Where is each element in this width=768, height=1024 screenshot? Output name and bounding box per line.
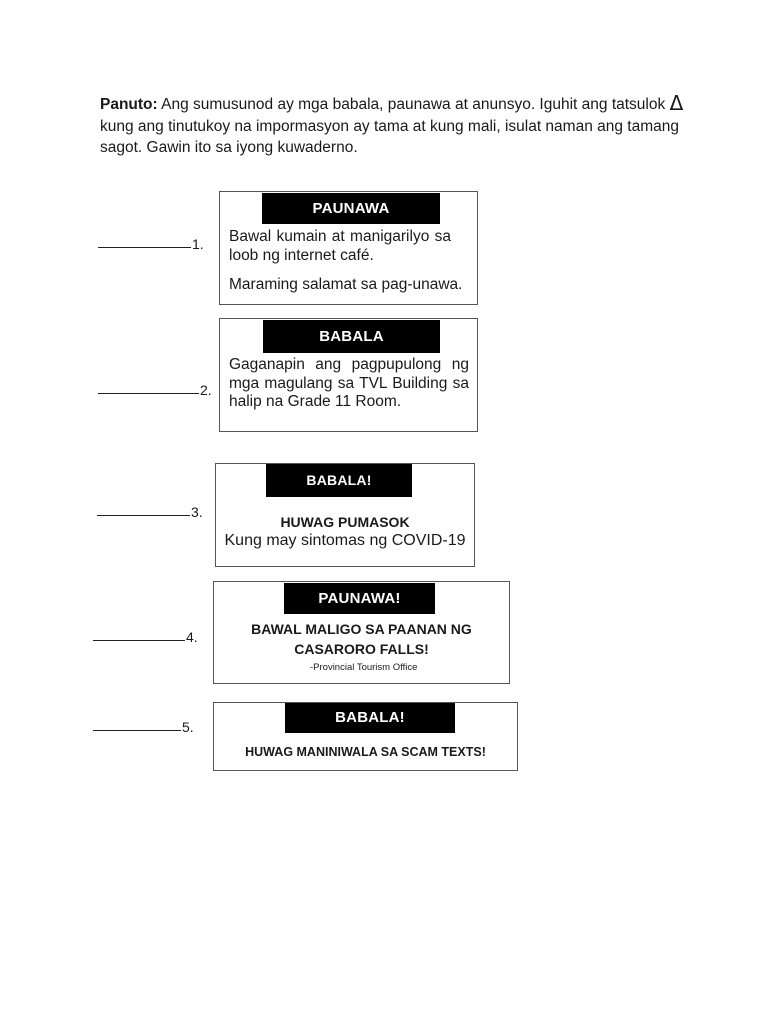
answer-blank-3[interactable] [97, 503, 190, 516]
instructions-line-1: Panuto: Ang sumusunod ay mga babala, pau… [100, 91, 700, 116]
notice-header-5: BABALA! [285, 703, 455, 733]
notice-body-1: Bawal kumain at manigarilyo sa loob ng i… [229, 228, 451, 264]
instructions-line-3: sagot. Gawin ito sa iyong kuwaderno. [100, 139, 358, 156]
notice-header-4: PAUNAWA! [284, 583, 435, 614]
notice-header-2: BABALA [263, 320, 440, 353]
notice-headline-4-line-2: CASARORO FALLS! [294, 641, 429, 657]
notice-headline-4-line-1: BAWAL MALIGO SA PAANAN NG [251, 621, 472, 637]
notice-card-4: PAUNAWA! BAWAL MALIGO SA PAANAN NG CASAR… [213, 581, 510, 684]
notice-footer-1: Maraming salamat sa pag-unawa. [229, 276, 463, 293]
notice-card-2: BABALA Gaganapin ang pagpupulong ng mga … [219, 318, 478, 432]
answer-blank-5[interactable] [93, 718, 181, 731]
notice-header-1: PAUNAWA [262, 193, 440, 224]
notice-card-1: PAUNAWA Bawal kumain at manigarilyo sa l… [219, 191, 478, 305]
triangle-icon: Δ [669, 91, 684, 115]
notice-body-2: Gaganapin ang pagpupulong ng mga magulan… [229, 356, 469, 410]
answer-blank-2[interactable] [98, 381, 199, 394]
answer-line-5[interactable]: 5. [93, 715, 194, 735]
instructions: Panuto: Ang sumusunod ay mga babala, pau… [100, 91, 700, 159]
item-number-1: 1. [192, 236, 204, 252]
notice-card-5: BABALA! HUWAG MANINIWALA SA SCAM TEXTS! [213, 702, 518, 771]
notice-card-3: BABALA! HUWAG PUMASOK Kung may sintomas … [215, 463, 475, 567]
notice-attribution-4: -Provincial Tourism Office [310, 662, 418, 673]
answer-blank-4[interactable] [93, 628, 185, 641]
answer-line-4[interactable]: 4. [93, 625, 198, 645]
item-number-4: 4. [186, 629, 198, 645]
item-number-3: 3. [191, 504, 203, 520]
notice-headline-5: HUWAG MANINIWALA SA SCAM TEXTS! [245, 745, 486, 759]
notice-header-3: BABALA! [266, 464, 412, 497]
notice-headline-3: HUWAG PUMASOK [280, 514, 410, 530]
item-number-2: 2. [200, 382, 212, 398]
answer-line-1[interactable]: 1. [98, 232, 204, 252]
notice-subline-3: Kung may sintomas ng COVID-19 [224, 532, 466, 549]
answer-blank-1[interactable] [98, 235, 191, 248]
instructions-line-2: kung ang tinutukoy na impormasyon ay tam… [100, 117, 679, 135]
answer-line-3[interactable]: 3. [97, 500, 203, 520]
instructions-label: Panuto: [100, 96, 158, 113]
instructions-text-1: Ang sumusunod ay mga babala, paunawa at … [161, 96, 666, 113]
item-number-5: 5. [182, 719, 194, 735]
answer-line-2[interactable]: 2. [98, 378, 212, 398]
